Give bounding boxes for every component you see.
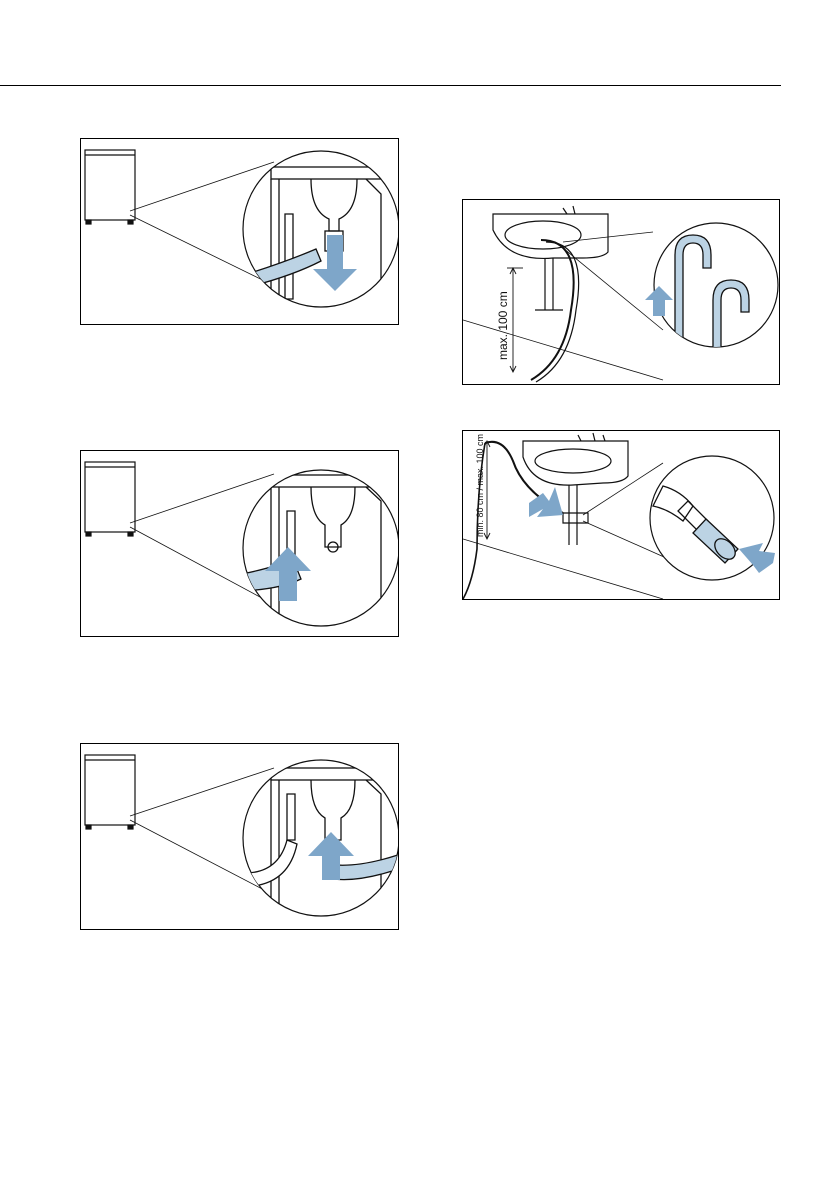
washbasin-icon (523, 433, 628, 545)
dimension-label: max. 100 cm (496, 291, 510, 360)
figure-drain-hose-connect (80, 743, 399, 930)
washbasin-icon (493, 206, 608, 382)
dimension-label: min. 80 cm / max. 100 cm (475, 434, 485, 537)
header-rule (0, 85, 781, 86)
figure-siphon-connection: min. 80 cm / max. 100 cm (462, 430, 780, 600)
figure-washbasin-hook: max. 100 cm (462, 199, 780, 385)
figure-drain-hose-insert (80, 450, 399, 637)
appliance-icon (85, 462, 135, 536)
figure-drain-hose-removal (80, 138, 399, 325)
appliance-icon (85, 755, 135, 829)
appliance-icon (85, 150, 135, 224)
